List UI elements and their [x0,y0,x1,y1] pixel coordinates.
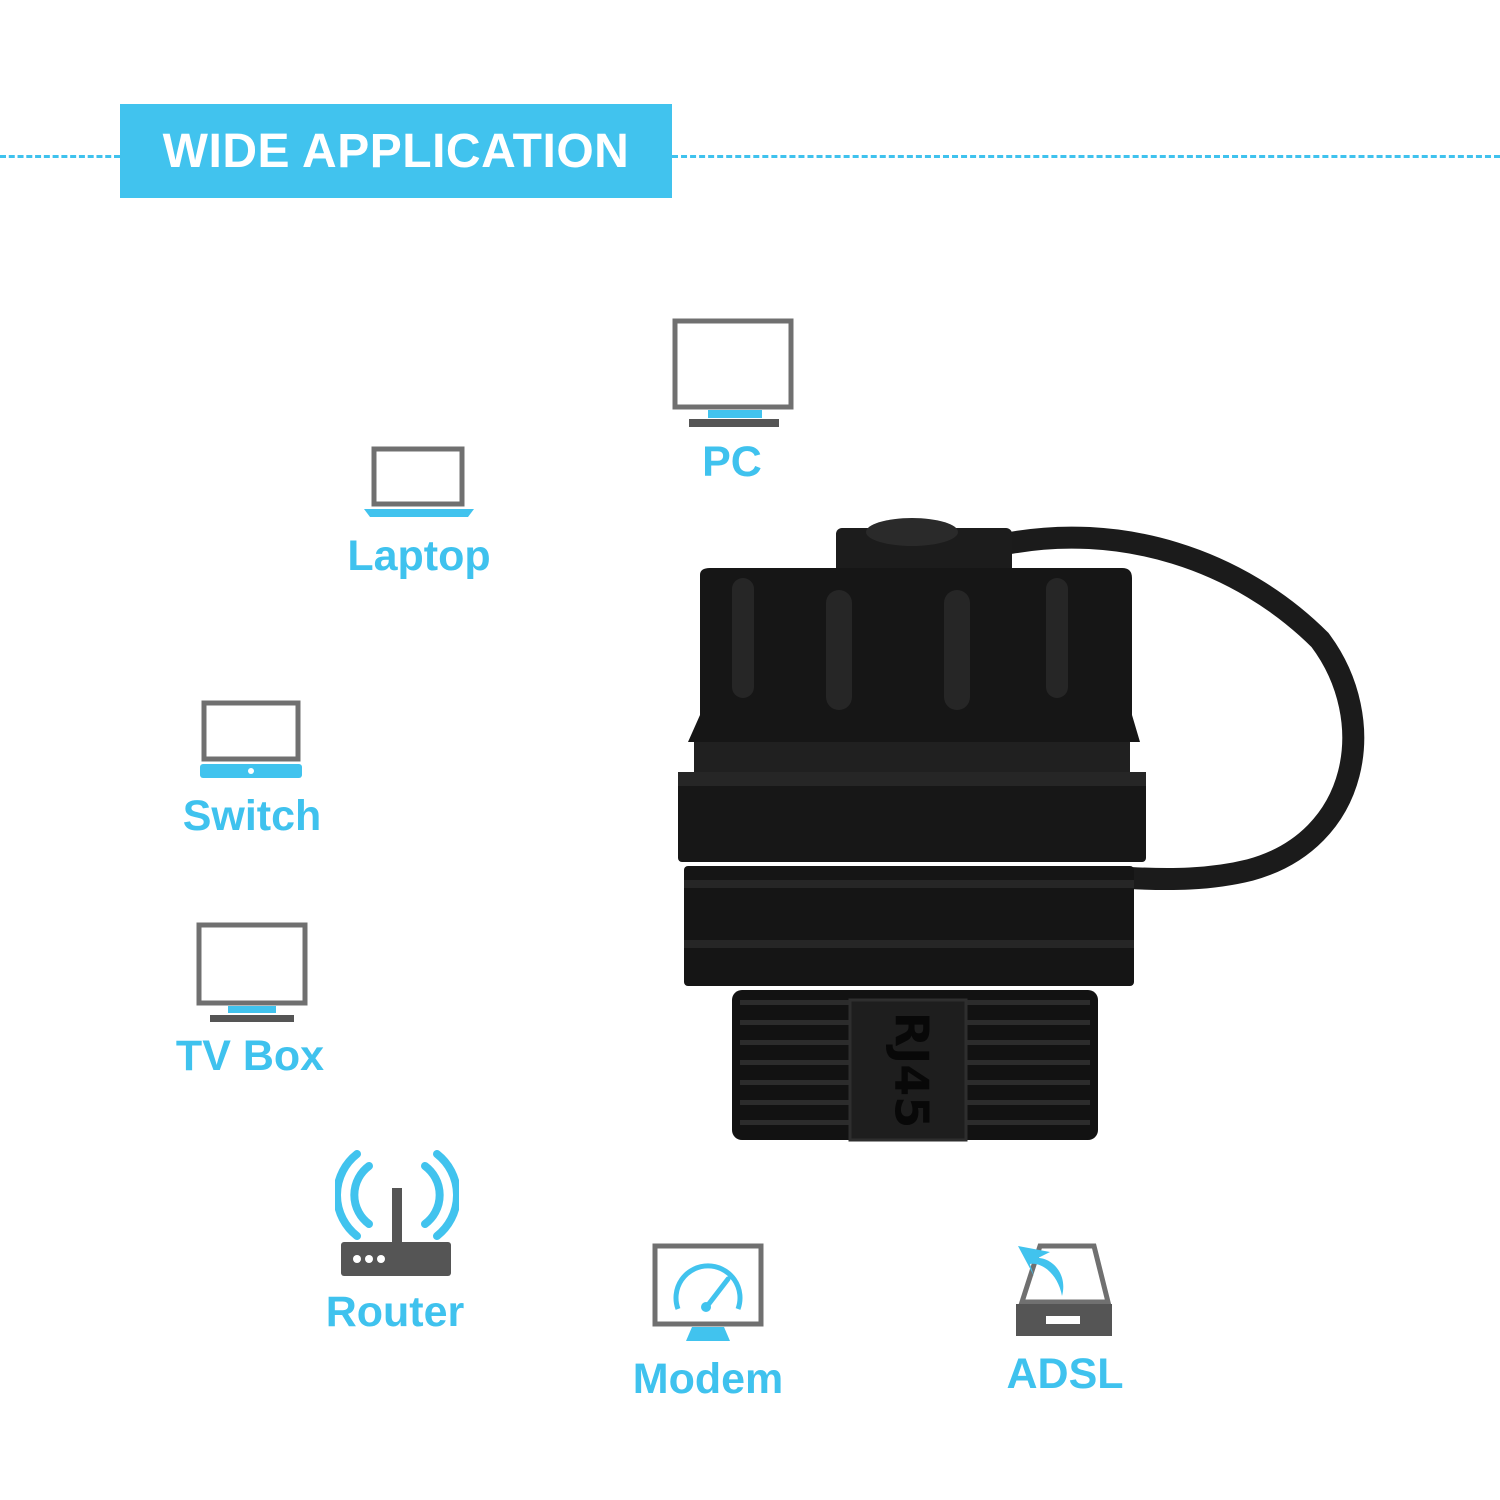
application-label-router: Router [325,1288,465,1336]
dashed-rule-left [0,155,120,158]
application-label-switch: Switch [182,792,322,840]
application-label-pc: PC [702,438,762,486]
application-label-modem: Modem [632,1355,784,1403]
rj45-connector-image: RJ45 [678,518,1365,1142]
router-icon [335,1150,459,1276]
monitor-icon [672,318,794,427]
tv-icon [196,922,308,1022]
drive-upload-icon [1016,1243,1112,1336]
application-label-tv-box: TV Box [175,1032,325,1080]
section-title: WIDE APPLICATION [162,124,630,178]
speedometer-monitor-icon [652,1243,764,1341]
connector-marking: RJ45 [885,1012,939,1129]
laptop-icon [364,446,474,517]
application-label-adsl: ADSL [1006,1350,1124,1398]
application-label-laptop: Laptop [347,532,491,580]
dashed-rule-right [672,155,1500,158]
section-title-banner: WIDE APPLICATION [120,104,672,198]
switch-icon [200,700,302,778]
